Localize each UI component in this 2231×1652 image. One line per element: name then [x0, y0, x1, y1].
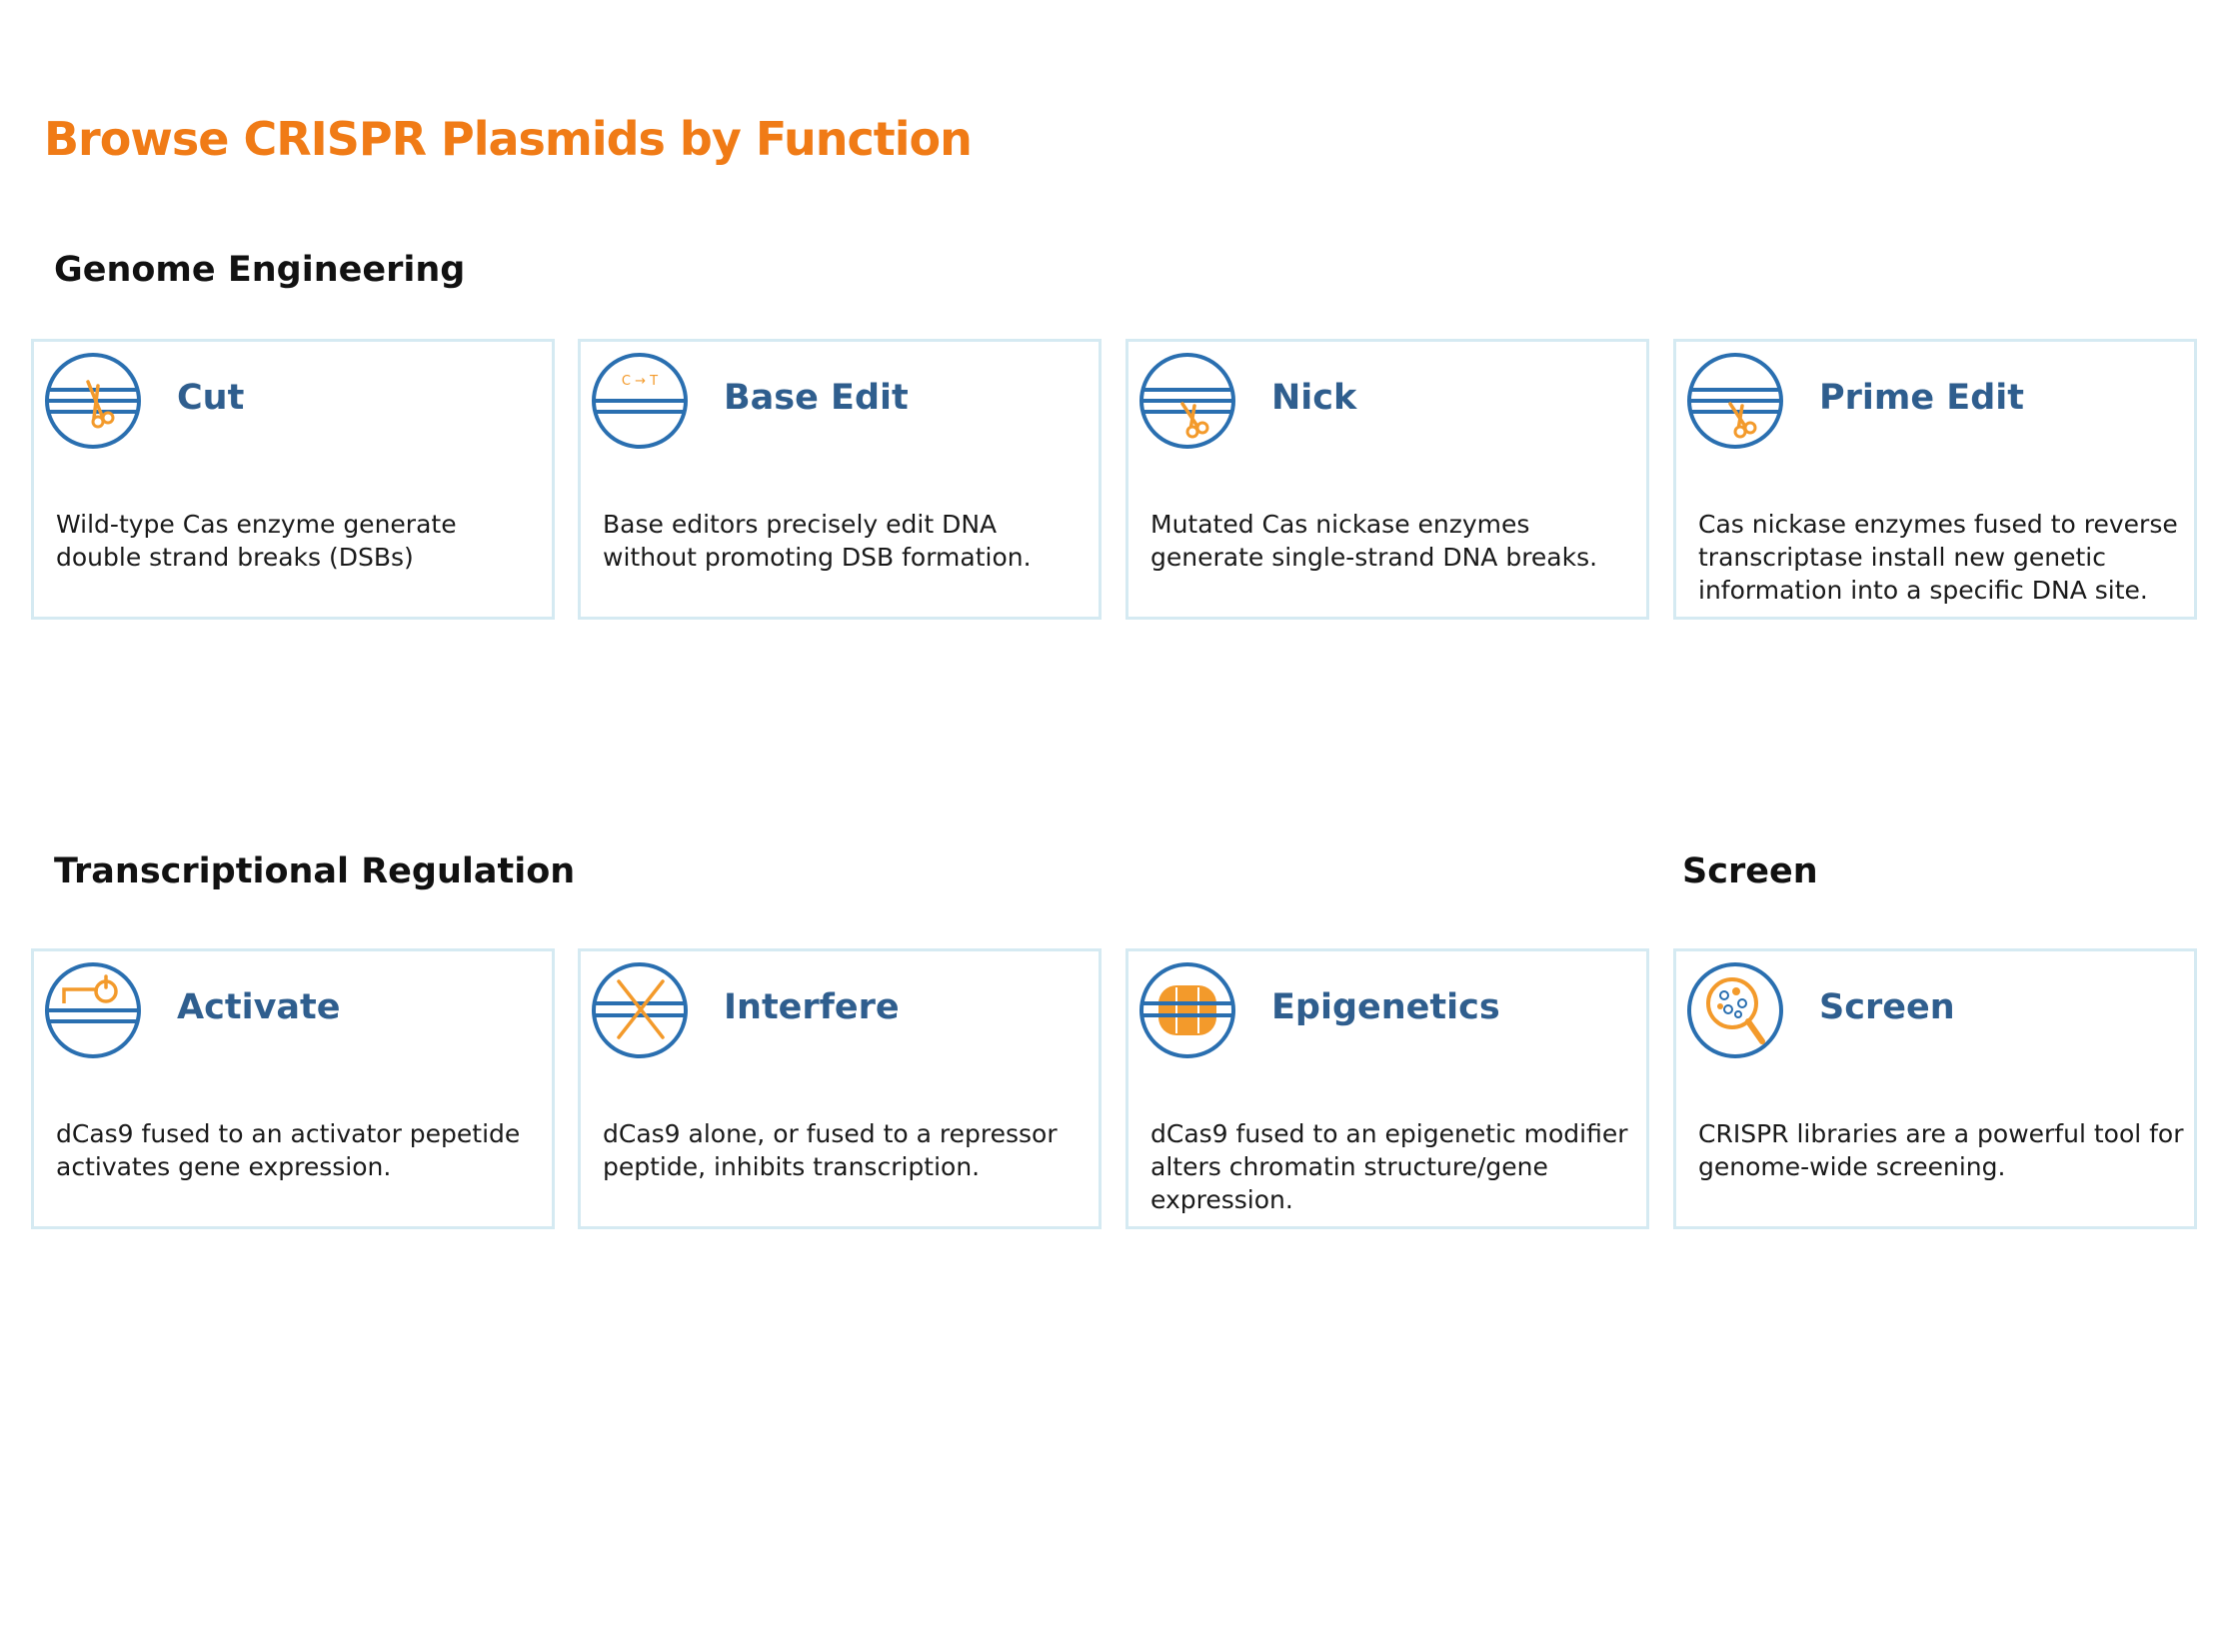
card-prime-edit[interactable]: Prime Edit Cas nickase enzymes fused to … [1673, 339, 2197, 620]
section-heading-screen: Screen [1682, 851, 1818, 891]
card-screen[interactable]: Screen CRISPR libraries are a powerful t… [1673, 948, 2197, 1229]
card-title-interfere: Interfere [724, 987, 900, 1027]
card-description-epigenetics: dCas9 fused to an epigenetic modifier al… [1150, 1119, 1628, 1214]
card-activate[interactable]: Activate dCas9 fused to an activator pep… [31, 948, 555, 1229]
card-title-prime-edit: Prime Edit [1819, 378, 2024, 418]
card-description-nick: Mutated Cas nickase enzymes generate sin… [1150, 510, 1598, 572]
svg-text:C → T: C → T [622, 374, 658, 389]
card-title-cut: Cut [177, 378, 245, 418]
card-interfere[interactable]: Interfere dCas9 alone, or fused to a rep… [578, 948, 1102, 1229]
card-title-epigenetics: Epigenetics [1271, 987, 1500, 1027]
scissors-dna-cut-icon [42, 350, 144, 452]
card-description-cut: Wild-type Cas enzyme generate double str… [56, 510, 457, 572]
card-description-interfere: dCas9 alone, or fused to a repressor pep… [603, 1119, 1058, 1181]
card-title-base-edit: Base Edit [724, 378, 909, 418]
scissors-dna-nick-icon [1136, 350, 1238, 452]
card-description-activate: dCas9 fused to an activator pepetide act… [56, 1119, 521, 1181]
activate-promoter-arrow-icon [42, 959, 144, 1061]
base-edit-c-to-t-icon: C → T [589, 350, 691, 452]
card-description-base-edit: Base editors precisely edit DNA without … [603, 510, 1032, 572]
page-title: Browse CRISPR Plasmids by Function [44, 112, 973, 166]
card-title-nick: Nick [1271, 378, 1357, 418]
card-description-prime-edit: Cas nickase enzymes fused to reverse tra… [1698, 510, 2178, 605]
scissors-dna-prime-icon [1684, 350, 1786, 452]
magnifier-colonies-icon [1684, 959, 1786, 1061]
section-heading-genome-engineering: Genome Engineering [54, 250, 466, 290]
card-epigenetics[interactable]: Epigenetics dCas9 fused to an epigenetic… [1125, 948, 1649, 1229]
card-nick[interactable]: Nick Mutated Cas nickase enzymes generat… [1125, 339, 1649, 620]
card-title-activate: Activate [177, 987, 341, 1027]
nucleosome-epigenetics-icon [1136, 959, 1238, 1061]
interfere-cross-icon [589, 959, 691, 1061]
card-title-screen: Screen [1819, 987, 1955, 1027]
section-heading-transcriptional-regulation: Transcriptional Regulation [54, 851, 576, 891]
card-base-edit[interactable]: C → T Base Edit Base editors precisely e… [578, 339, 1102, 620]
card-cut[interactable]: Cut Wild-type Cas enzyme generate double… [31, 339, 555, 620]
card-description-screen: CRISPR libraries are a powerful tool for… [1698, 1119, 2184, 1181]
